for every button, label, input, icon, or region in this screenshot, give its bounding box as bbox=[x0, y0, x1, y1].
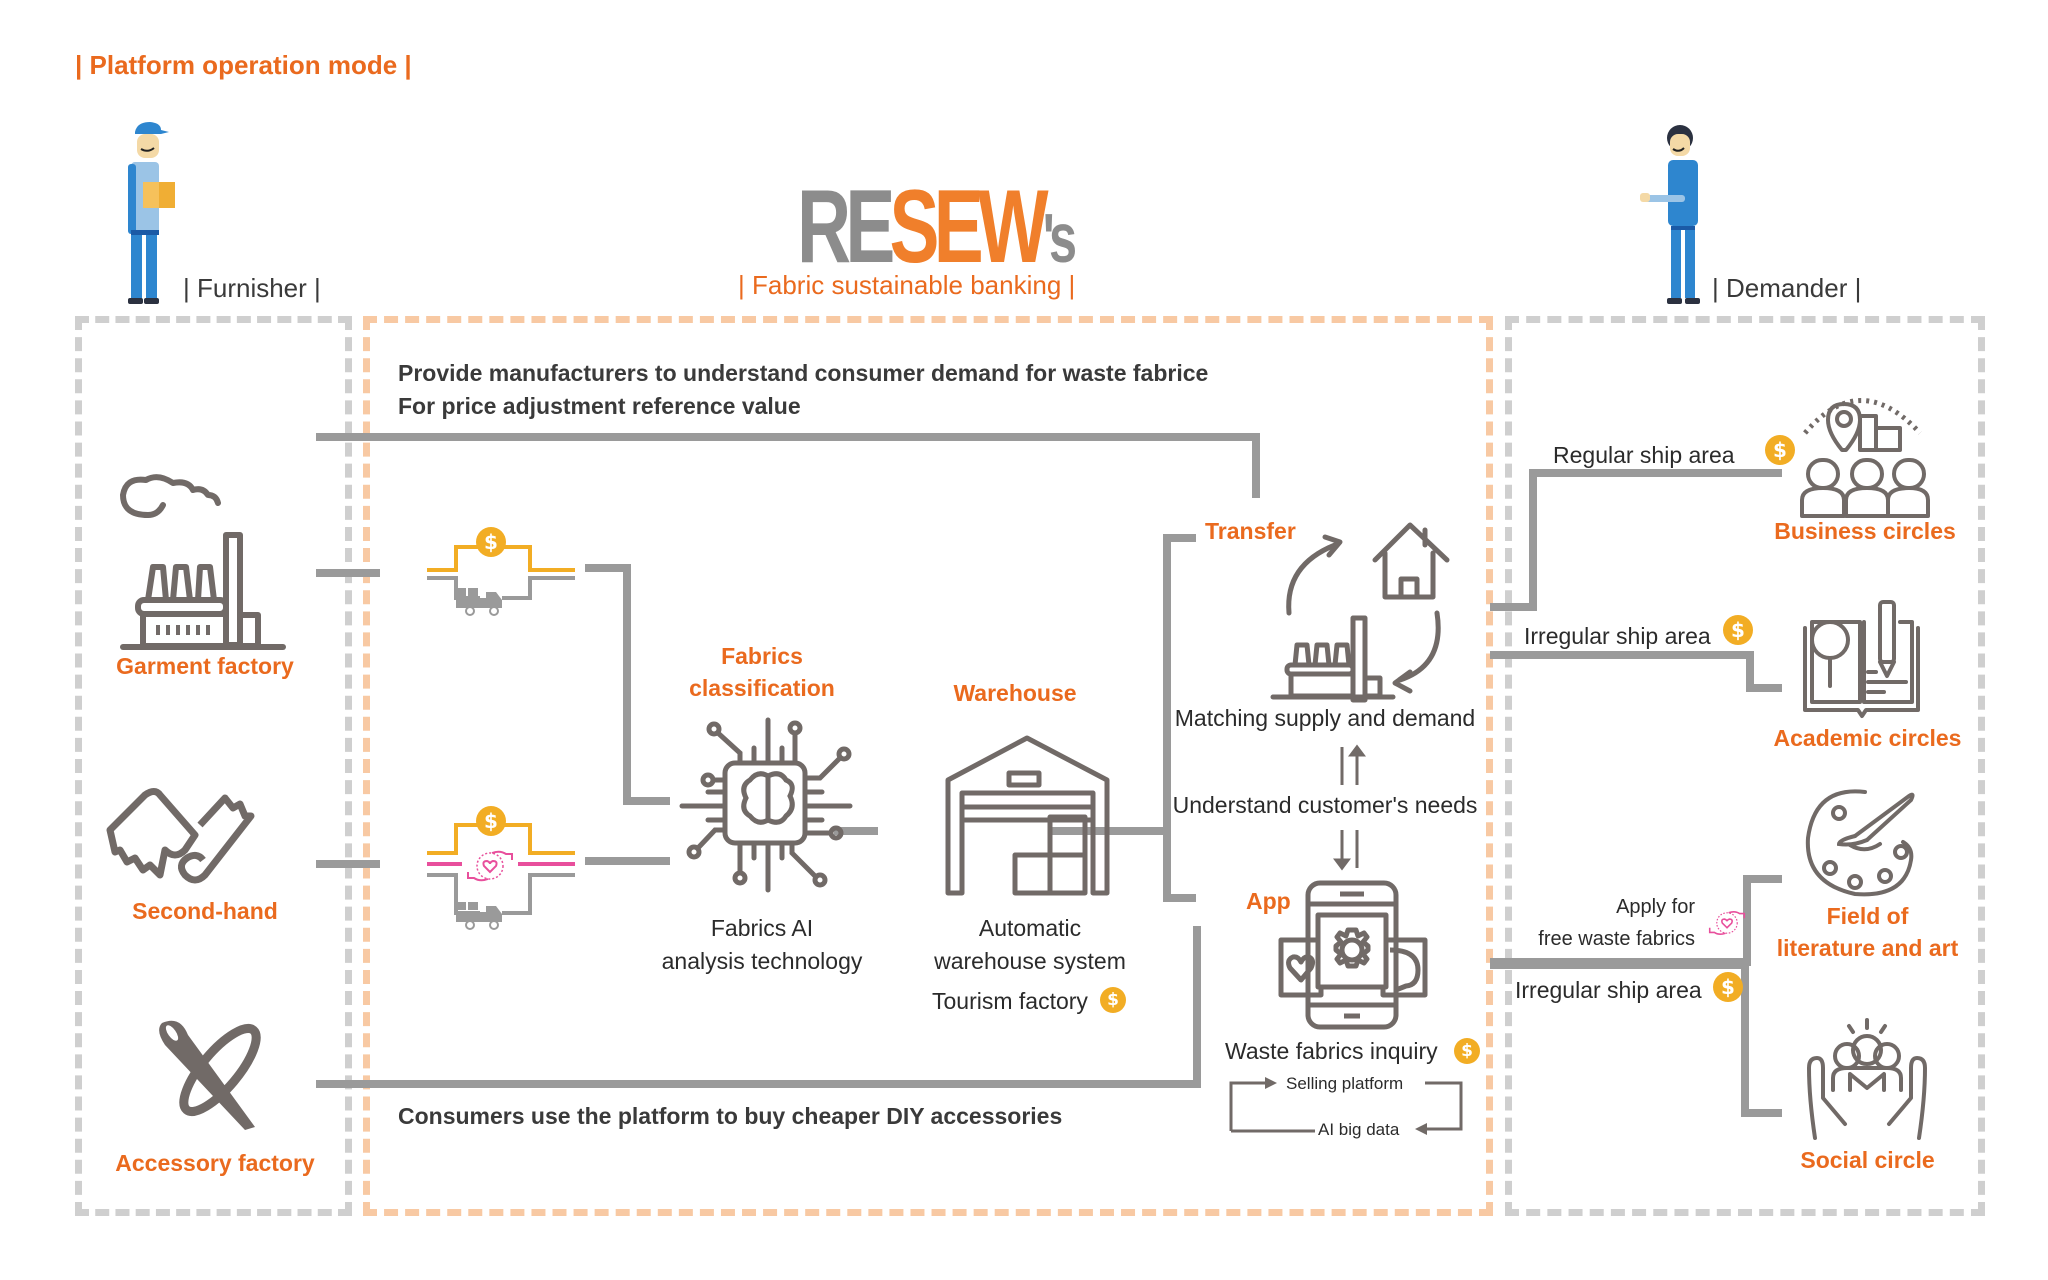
business-circles-icon bbox=[1800, 398, 1930, 518]
feedback-note-line1: Provide manufacturers to understand cons… bbox=[398, 360, 1209, 386]
logo-part-s: 's bbox=[1042, 199, 1077, 277]
classification-desc-line1: Fabrics AI bbox=[710, 915, 814, 941]
platform-section bbox=[363, 316, 1493, 1216]
platform-subtitle: | Fabric sustainable banking | bbox=[738, 270, 1076, 300]
selling-platform-label: Selling platform bbox=[1286, 1074, 1404, 1093]
transfer-bracket bbox=[1163, 534, 1196, 902]
waste-fabrics-inquiry-label: Waste fabrics inquiry bbox=[1225, 1038, 1438, 1064]
classification-desc-line2: analysis technology bbox=[661, 948, 863, 974]
matching-label: Matching supply and demand bbox=[1174, 705, 1476, 731]
route-label-irregular-1: Irregular ship area bbox=[1524, 623, 1711, 649]
donation-hands-icon bbox=[1708, 911, 1746, 935]
furnisher-label-accessory: Accessory factory bbox=[115, 1150, 315, 1176]
warehouse-desc-line1: Automatic bbox=[978, 915, 1082, 941]
donation-hands-icon bbox=[467, 850, 513, 882]
warehouse-title: Warehouse bbox=[953, 680, 1077, 706]
academic-circles-icon bbox=[1803, 600, 1920, 718]
demander-section bbox=[1505, 316, 1985, 1216]
coin-icon: $ bbox=[1713, 972, 1743, 1002]
demander-heading: | Demander | bbox=[1712, 273, 1862, 303]
accessory-note: Consumers use the platform to buy cheape… bbox=[398, 1103, 1063, 1129]
route-irregular-1 bbox=[1490, 651, 1782, 692]
ai-chip-icon bbox=[679, 717, 853, 893]
two-way-arrows-icon bbox=[1340, 744, 1366, 785]
furnisher-person-icon bbox=[128, 122, 175, 304]
secondhand-coin-path bbox=[427, 823, 480, 855]
app-title: App bbox=[1246, 888, 1291, 914]
transfer-title: Transfer bbox=[1205, 518, 1296, 544]
coin-icon: $ bbox=[476, 806, 506, 836]
circle-label-academic: Academic circles bbox=[1773, 725, 1962, 751]
two-way-arrows-icon bbox=[1333, 830, 1359, 871]
route-regular bbox=[1490, 469, 1782, 611]
resews-logo: RESEW's bbox=[797, 175, 1077, 279]
demander-person-icon bbox=[1640, 125, 1700, 304]
route-label-irregular-2: Irregular ship area bbox=[1515, 977, 1702, 1003]
logo-part-re: RE bbox=[797, 169, 895, 285]
classification-title-line2: classification bbox=[689, 675, 835, 701]
circle-label-art-line1: Field of bbox=[1826, 903, 1909, 929]
furnisher-label-garment: Garment factory bbox=[116, 653, 294, 679]
route-label-free-line2: free waste fabrics bbox=[1538, 928, 1695, 950]
factory-icon bbox=[120, 474, 286, 650]
needle-thread-icon bbox=[159, 1020, 261, 1130]
coin-icon: $ bbox=[1765, 435, 1795, 465]
feedback-line-top bbox=[316, 433, 1260, 498]
furnisher-section bbox=[75, 316, 352, 1216]
furnisher-label-second-hand: Second-hand bbox=[132, 898, 278, 924]
coin-icon: $ bbox=[476, 527, 506, 557]
warehouse-icon bbox=[945, 735, 1110, 896]
garment-coin-path bbox=[427, 545, 480, 572]
accessory-line bbox=[316, 926, 1201, 1088]
fabric-roll-icon bbox=[106, 788, 255, 884]
feedback-note-line2: For price adjustment reference value bbox=[398, 393, 801, 419]
truck-icon bbox=[456, 902, 502, 930]
route-label-regular: Regular ship area bbox=[1553, 442, 1735, 468]
furnisher-heading: | Furnisher | bbox=[183, 273, 321, 303]
social-circle-icon bbox=[1807, 1018, 1927, 1140]
tourism-factory-label: Tourism factory bbox=[932, 988, 1088, 1014]
route-irregular-2 bbox=[1490, 961, 1782, 1117]
mobile-app-icon bbox=[1278, 880, 1428, 1030]
logo-part-sew: SEW bbox=[889, 169, 1049, 285]
circle-label-art-line2: literature and art bbox=[1776, 935, 1959, 961]
platform-loop-arrows bbox=[1229, 1077, 1463, 1135]
supply-demand-cycle-icon bbox=[1270, 522, 1450, 703]
coin-icon: $ bbox=[1454, 1038, 1480, 1064]
garment-to-ai-line bbox=[585, 564, 670, 805]
circle-label-social: Social circle bbox=[1800, 1147, 1935, 1173]
warehouse-desc-line2: warehouse system bbox=[934, 948, 1126, 974]
circle-label-business: Business circles bbox=[1774, 518, 1956, 544]
ai-big-data-label: AI big data bbox=[1318, 1120, 1400, 1139]
coin-icon: $ bbox=[1723, 615, 1753, 645]
art-palette-icon bbox=[1805, 789, 1915, 897]
route-label-free-line1: Apply for bbox=[1616, 896, 1695, 918]
page-title: | Platform operation mode | bbox=[75, 50, 412, 80]
customer-needs-label: Understand customer's needs bbox=[1172, 792, 1478, 818]
truck-icon bbox=[456, 588, 502, 616]
classification-title-line1: Fabrics bbox=[721, 643, 803, 669]
coin-icon: $ bbox=[1100, 987, 1126, 1013]
